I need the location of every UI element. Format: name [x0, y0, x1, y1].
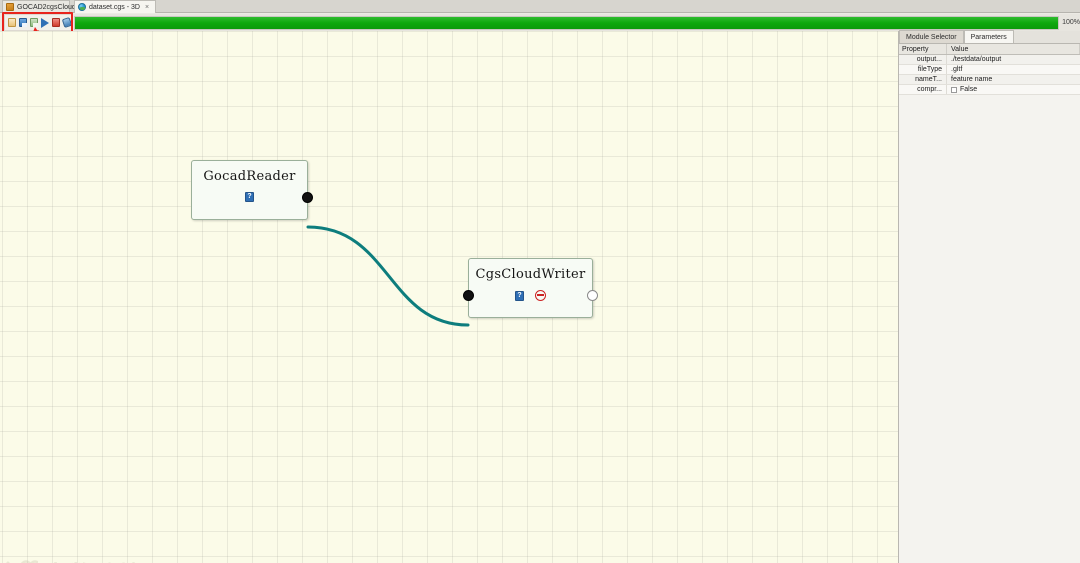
close-icon[interactable]: × [144, 3, 150, 11]
row-value-cell[interactable]: False [947, 85, 1080, 94]
stop-icon[interactable] [52, 18, 60, 27]
document-icon [6, 3, 14, 11]
table-row[interactable]: compr... False [899, 85, 1080, 95]
node-gocadreader[interactable]: GocadReader ? [191, 160, 313, 220]
node-icon-row: ? [515, 290, 546, 301]
help-icon[interactable]: ? [515, 290, 524, 301]
wrench-icon[interactable] [61, 16, 73, 29]
progress-bar [74, 15, 1060, 30]
no-entry-icon[interactable] [535, 290, 546, 301]
tab-dataset-3d[interactable]: dataset.cgs - 3D × [74, 0, 156, 13]
table-row[interactable]: fileType .gltf [899, 65, 1080, 75]
table-header-row: Property Value [899, 44, 1080, 55]
progress-bar-fill [75, 16, 1059, 29]
row-value: False [960, 86, 978, 93]
tab-label: dataset.cgs - 3D [89, 3, 140, 11]
help-icon[interactable]: ? [245, 192, 254, 202]
save-as-icon[interactable] [30, 18, 38, 27]
output-port[interactable] [587, 290, 598, 301]
row-property: fileType [899, 65, 947, 74]
header-value: Value [947, 44, 1080, 54]
tab-bar: GOCAD2cgsCloud × dataset.cgs - 3D × [0, 0, 1080, 13]
row-property: compr... [899, 85, 947, 94]
panel-tab-bar: Module Selector Parameters [899, 30, 1080, 44]
table-row[interactable]: nameT... feature name [899, 75, 1080, 85]
globe-icon [78, 3, 86, 11]
node-icon-row: ? [245, 192, 254, 202]
tab-module-selector[interactable]: Module Selector [899, 30, 964, 43]
header-property: Property [899, 44, 947, 54]
tab-gocad2cgscloud[interactable]: GOCAD2cgsCloud × [2, 0, 85, 13]
tab-parameters[interactable]: Parameters [963, 30, 1014, 43]
table-row[interactable]: output... ./testdata/output [899, 55, 1080, 65]
node-title: CgsCloudWriter [475, 267, 586, 282]
row-property: output... [899, 55, 947, 64]
row-value[interactable]: .gltf [951, 66, 963, 73]
zoom-level-label: 100% [1062, 19, 1080, 26]
progress-bar-area: 100% [74, 14, 1080, 31]
row-value[interactable]: feature name [951, 76, 993, 83]
play-icon[interactable] [41, 17, 49, 28]
new-file-icon[interactable] [8, 18, 16, 27]
row-value[interactable]: ./testdata/output [951, 56, 1002, 63]
input-port[interactable] [463, 290, 474, 301]
connection-layer [306, 225, 470, 327]
toolbar [4, 14, 73, 31]
tab-label: GOCAD2cgsCloud [17, 3, 76, 11]
checkbox-icon[interactable] [951, 86, 957, 93]
workflow-canvas[interactable]: GocadReader ? CgsCloudWriter ? 大数跨境 [0, 31, 898, 563]
node-cgscloudwriter[interactable]: CgsCloudWriter ? [463, 258, 598, 318]
properties-table: Property Value output... ./testdata/outp… [899, 44, 1080, 95]
save-icon[interactable] [19, 18, 27, 27]
connection-edge [306, 225, 470, 327]
row-property: nameT... [899, 75, 947, 84]
output-port[interactable] [302, 192, 313, 203]
node-title: GocadReader [203, 169, 296, 184]
right-panel: Module Selector Parameters Property Valu… [898, 30, 1080, 563]
